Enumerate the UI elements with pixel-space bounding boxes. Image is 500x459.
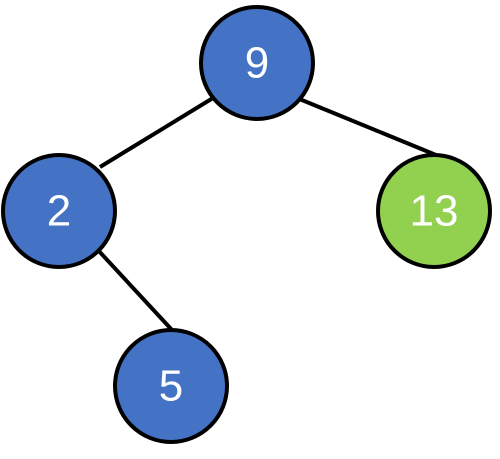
- node-label-5: 5: [159, 362, 183, 411]
- node-label-9: 9: [245, 39, 269, 88]
- node-circle-13: [376, 153, 492, 269]
- edge-n2-n5: [95, 247, 174, 332]
- tree-nodes: 9 2 13 5: [1, 5, 492, 444]
- node-label-2: 2: [47, 187, 71, 236]
- tree-node-5: 5: [113, 328, 229, 444]
- node-circle-9: [199, 5, 315, 121]
- tree-node-9: 9: [199, 5, 315, 121]
- edge-n9-n2: [98, 96, 215, 169]
- node-circle-5: [113, 328, 229, 444]
- node-label-13: 13: [410, 187, 459, 236]
- tree-node-13: 13: [376, 153, 492, 269]
- edge-n9-n13: [296, 96, 437, 157]
- tree-node-2: 2: [1, 153, 117, 269]
- node-circle-2: [1, 153, 117, 269]
- tree-edges: [95, 96, 437, 332]
